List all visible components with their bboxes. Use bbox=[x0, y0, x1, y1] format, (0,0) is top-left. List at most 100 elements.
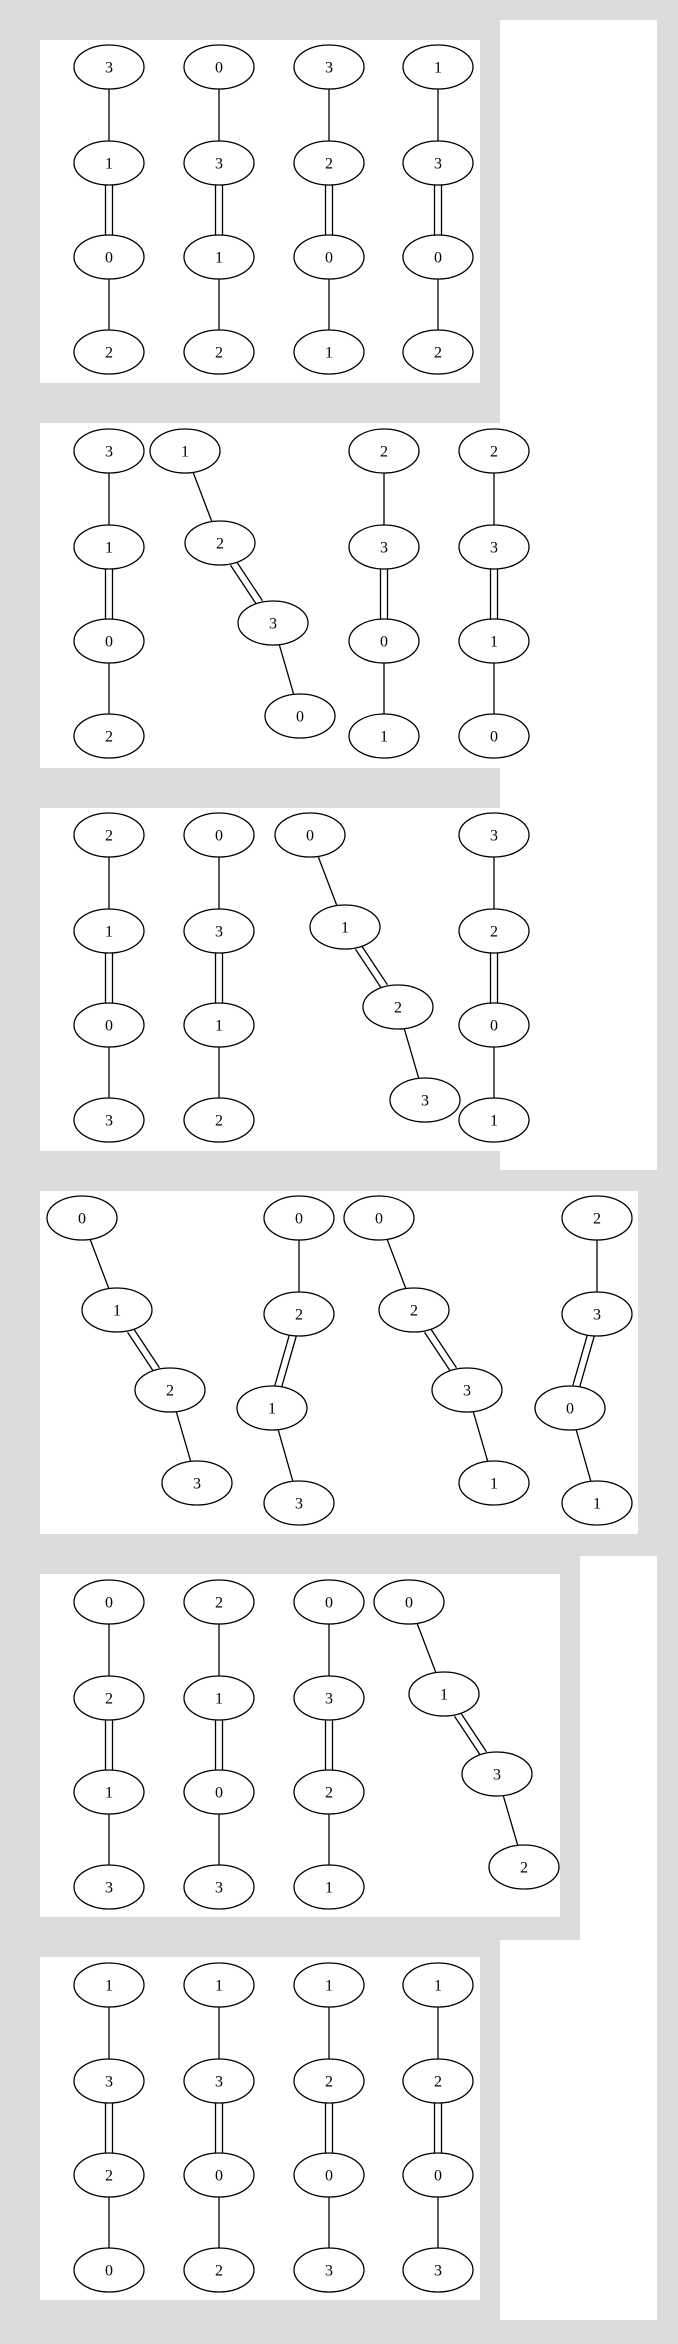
node-label: 1 bbox=[105, 924, 113, 941]
node-label: 1 bbox=[380, 729, 388, 746]
node-label: 1 bbox=[268, 1401, 276, 1418]
node-ellipse bbox=[561, 1480, 633, 1526]
node-ellipse bbox=[149, 428, 221, 474]
node-ellipse bbox=[402, 2058, 474, 2104]
node-ellipse bbox=[183, 908, 255, 954]
node-ellipse bbox=[402, 1962, 474, 2008]
node-ellipse bbox=[309, 904, 381, 950]
node-ellipse bbox=[534, 1385, 606, 1431]
node-ellipse bbox=[73, 1675, 145, 1721]
node-label: 1 bbox=[181, 444, 189, 461]
double-bond-line bbox=[354, 948, 383, 989]
node-label: 2 bbox=[434, 2074, 442, 2091]
node-label: 2 bbox=[434, 345, 442, 362]
node-label: 0 bbox=[295, 1211, 303, 1228]
node-ellipse bbox=[488, 1844, 560, 1890]
node-ellipse bbox=[73, 524, 145, 570]
node-label: 3 bbox=[434, 2263, 442, 2280]
node-label: 2 bbox=[166, 1383, 174, 1400]
node-ellipse bbox=[402, 140, 474, 186]
graph-panel bbox=[40, 808, 560, 1151]
node-ellipse bbox=[73, 1579, 145, 1625]
node-ellipse bbox=[348, 524, 420, 570]
graph-panel bbox=[40, 1957, 480, 2300]
node-label: 2 bbox=[325, 156, 333, 173]
single-bond-line bbox=[575, 1429, 592, 1482]
graph-panel bbox=[40, 1191, 638, 1534]
node-ellipse bbox=[458, 908, 530, 954]
node-label: 1 bbox=[434, 60, 442, 77]
node-ellipse bbox=[73, 1864, 145, 1910]
node-label: 1 bbox=[325, 1880, 333, 1897]
node-ellipse bbox=[183, 44, 255, 90]
node-ellipse bbox=[402, 44, 474, 90]
single-bond-line bbox=[416, 1623, 437, 1673]
node-ellipse bbox=[373, 1579, 445, 1625]
double-bond-line bbox=[274, 1334, 291, 1386]
node-ellipse bbox=[293, 1769, 365, 1815]
node-label: 0 bbox=[405, 1595, 413, 1612]
single-bond-line bbox=[472, 1411, 489, 1462]
single-bond-line bbox=[317, 856, 338, 906]
node-label: 1 bbox=[440, 1687, 448, 1704]
node-ellipse bbox=[73, 1097, 145, 1143]
double-bond-line bbox=[229, 564, 258, 605]
node-label: 0 bbox=[434, 250, 442, 267]
node-ellipse bbox=[237, 600, 309, 646]
node-ellipse bbox=[183, 234, 255, 280]
node-ellipse bbox=[274, 812, 346, 858]
node-ellipse bbox=[73, 2152, 145, 2198]
single-bond-line bbox=[403, 1028, 420, 1079]
node-label: 1 bbox=[105, 156, 113, 173]
node-ellipse bbox=[73, 618, 145, 664]
node-ellipse bbox=[293, 1864, 365, 1910]
node-label: 0 bbox=[215, 60, 223, 77]
node-label: 3 bbox=[434, 156, 442, 173]
molecule-graph: 1 3 0 2 bbox=[402, 44, 474, 375]
node-ellipse bbox=[183, 1579, 255, 1625]
node-label: 3 bbox=[105, 1113, 113, 1130]
node-label: 3 bbox=[215, 2074, 223, 2091]
node-ellipse bbox=[73, 2058, 145, 2104]
node-label: 3 bbox=[380, 540, 388, 557]
node-ellipse bbox=[263, 1291, 335, 1337]
node-ellipse bbox=[402, 2247, 474, 2293]
node-ellipse bbox=[73, 234, 145, 280]
node-label: 2 bbox=[380, 444, 388, 461]
node-label: 1 bbox=[325, 345, 333, 362]
node-label: 3 bbox=[421, 1093, 429, 1110]
node-ellipse bbox=[236, 1385, 308, 1431]
node-label: 0 bbox=[566, 1401, 574, 1418]
node-ellipse bbox=[458, 1097, 530, 1143]
node-label: 0 bbox=[105, 634, 113, 651]
node-label: 0 bbox=[434, 2168, 442, 2185]
node-label: 1 bbox=[325, 1978, 333, 1995]
single-bond-line bbox=[175, 1411, 192, 1462]
node-label: 2 bbox=[105, 828, 113, 845]
node-label: 3 bbox=[463, 1383, 471, 1400]
double-bond-line bbox=[126, 1331, 155, 1372]
node-label: 3 bbox=[490, 828, 498, 845]
node-ellipse bbox=[73, 329, 145, 375]
node-label: 2 bbox=[520, 1860, 528, 1877]
node-label: 3 bbox=[105, 60, 113, 77]
node-ellipse bbox=[73, 1002, 145, 1048]
double-bond-line bbox=[578, 1336, 595, 1388]
node-ellipse bbox=[293, 2247, 365, 2293]
node-ellipse bbox=[73, 428, 145, 474]
node-label: 1 bbox=[105, 1785, 113, 1802]
double-bond-line bbox=[360, 945, 389, 986]
node-label: 1 bbox=[105, 540, 113, 557]
node-ellipse bbox=[183, 2152, 255, 2198]
